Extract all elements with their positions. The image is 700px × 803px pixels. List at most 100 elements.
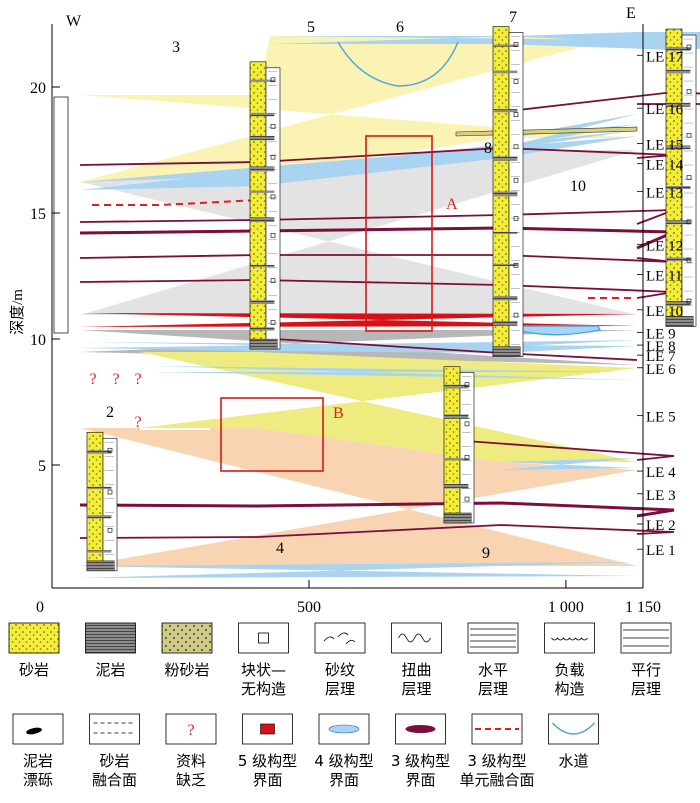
legend-swatch [161,622,213,654]
data-gap-mark: ? [134,414,141,431]
legend-swatch [467,622,519,654]
channel-icon [551,722,596,735]
facies-bands [53,32,700,578]
mudstone-layer [666,69,691,74]
legend-label: 层理 [401,680,431,698]
legend-item-channel: 水道 [548,713,599,770]
section-5-label: 5 [307,19,315,36]
level3-surface-line [79,501,675,518]
red-block-icon [260,723,275,735]
le-label: LE 8 [646,339,676,355]
le-label: LE 5 [646,410,676,426]
section-2-column: 2 [86,404,118,572]
le-label: LE 6 [646,362,676,378]
section-9-label: 9 [482,545,490,562]
mudstone-layer [444,458,469,461]
section-10-column: 10 [570,178,586,195]
legend-label: 融合面 [92,771,137,789]
massive-mark [513,79,519,84]
mudstone-layer [666,47,691,51]
section-10-label: 10 [570,178,586,195]
mudstone-layer [87,515,112,519]
massive-mark [513,262,519,268]
legend-label: 水平 [478,661,508,679]
le-label: LE 7 [646,349,676,365]
section-3-column: 3 [172,39,281,350]
le-label: LE 13 [646,185,683,201]
structure-column [265,67,281,350]
section-6-column: 6 [396,19,697,327]
massive-mark [270,194,276,200]
mudstone-base [443,512,472,524]
le-label: LE 3 [646,488,676,504]
legend-label: 4 级构型 [314,752,373,770]
blue-lens-icon [328,724,360,734]
le-label: LE 1 [646,543,676,559]
structure-column [681,34,697,327]
le-label: LE 4 [646,465,676,481]
massive-mark [107,527,113,533]
le-label: LE 12 [646,238,683,254]
legend-label: 缺乏 [176,771,206,789]
le-label: LE 15 [646,137,683,153]
massive-mark [513,312,519,318]
band-blue-le4 [501,458,637,470]
mudstone-layer [250,79,275,82]
legend-item-sandstone: 砂岩 [8,622,60,679]
massive-mark [107,489,113,495]
channel-features [337,41,602,336]
x-tick-label: 1 000 [548,599,584,616]
mudstone-layer [250,112,275,117]
massive-mark [270,123,276,129]
section-4-label: 4 [276,540,284,557]
y-tick-label: 20 [30,80,46,97]
legend-label: 粉砂岩 [164,661,209,679]
section-2-label: 2 [106,404,114,421]
level3-surface-line [500,91,700,113]
highlight-boxes: AB [220,135,458,472]
legend-label: 层理 [631,680,661,698]
le-label: LE 16 [646,102,684,118]
legend-label: 无构造 [241,680,286,698]
legend-label: 砂纹 [325,661,355,679]
mudstone-layer [444,414,469,419]
massive-mark [270,233,276,238]
massive-mark [270,278,276,283]
legend-swatch [165,713,217,745]
convolute-symbol-icon [398,633,431,643]
y-tick-label: 10 [30,332,46,349]
section-1-empty-column [53,96,69,334]
mudstone-layer [87,550,112,553]
legend-label: 漂砾 [23,771,53,789]
section-7-label: 7 [509,9,517,26]
mudstone-base [249,338,278,350]
mudstone-layer [444,484,469,489]
legend-label: 砂岩 [19,661,49,679]
mudstone-layer [250,166,275,172]
legend-label: 构造 [554,680,584,698]
mudstone-layer [87,450,112,454]
mudstone-layer [666,301,691,306]
section-4-column: 4 [276,366,475,557]
legend: 砂岩泥岩粉砂岩块状—无构造砂纹层理扭曲层理水平层理负载构造平行层理泥岩漂砾砂岩融… [8,622,672,789]
legend-label: 5 级构型 [238,752,297,770]
mudstone-layer [444,384,469,389]
section-3-label: 3 [172,39,180,56]
channel-outline [513,325,602,336]
legend-swatch [391,622,442,654]
massive-mark [686,175,692,180]
legend-item-siltstone: 粉砂岩 [161,622,213,679]
legend-label: 层理 [325,680,355,698]
data-gap-mark: ? [89,371,96,388]
band-peach-lower [80,428,637,566]
massive-mark [513,177,519,183]
